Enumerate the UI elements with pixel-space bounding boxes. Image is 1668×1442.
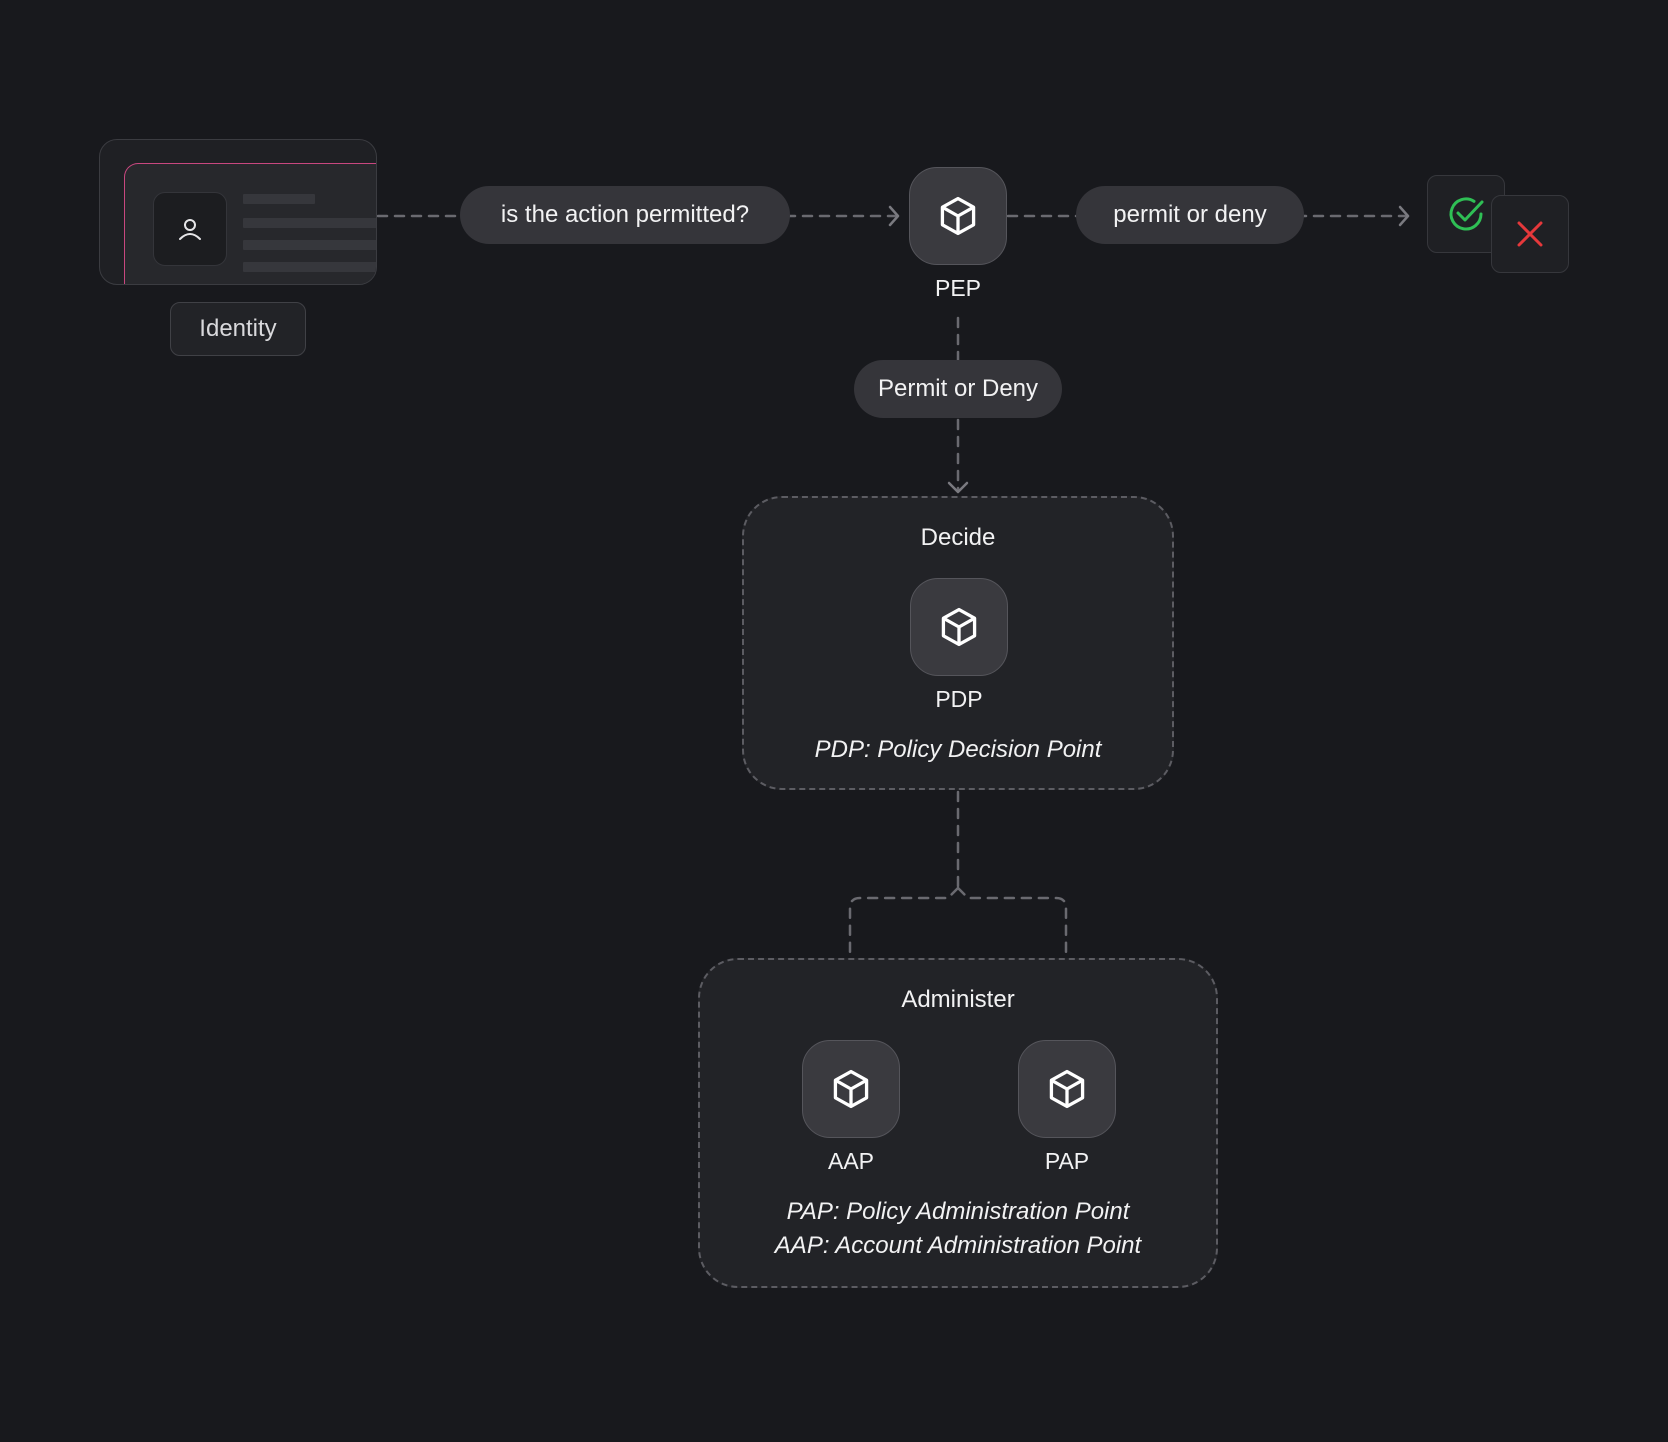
x-icon [1517,221,1543,247]
decide-note: PDP: Policy Decision Point [814,736,1102,763]
decide-title: Decide [920,524,996,551]
connector-split-right [956,886,1068,1030]
user-icon [179,219,201,240]
identity-label: Identity [170,302,306,356]
cube-icon [940,196,976,236]
administer-title: Administer [901,986,1015,1013]
arrowhead-to-results [1398,205,1410,227]
pdp-label: PDP [935,686,983,712]
connector-split-left [848,886,960,1030]
administer-note-pap: PAP: Policy Administration Point [786,1198,1130,1225]
identity-placeholder-line [243,262,376,272]
aap-node[interactable] [802,1040,900,1138]
deny-result [1491,195,1569,273]
request-pill: is the action permitted? [460,186,790,244]
pdp-node[interactable] [910,578,1008,676]
identity-card [99,139,377,285]
arrowhead-to-pdp [947,481,969,494]
check-circle-icon [1449,197,1484,231]
pep-node[interactable] [909,167,1007,265]
administer-group: Administer AAP PAP PAP: Policy Administr… [698,958,1218,1288]
pap-label: PAP [1044,1148,1090,1174]
pap-node[interactable] [1018,1040,1116,1138]
arrowhead-to-pep [888,205,900,227]
cube-icon [1049,1069,1085,1109]
response-pill: permit or deny [1076,186,1304,244]
cube-icon [833,1069,869,1109]
decision-pill: Permit or Deny [854,360,1062,418]
administer-note-aap: AAP: Account Administration Point [774,1232,1142,1259]
identity-placeholder-line [243,240,376,250]
aap-label: AAP [827,1148,875,1174]
identity-placeholder-line [243,194,315,204]
identity-card-inner [124,163,376,284]
cube-icon [941,607,977,647]
pep-label: PEP [934,275,982,301]
avatar [153,192,227,266]
identity-placeholder-line [243,218,376,228]
decide-group: Decide PDP PDP: Policy Decision Point [742,496,1174,790]
